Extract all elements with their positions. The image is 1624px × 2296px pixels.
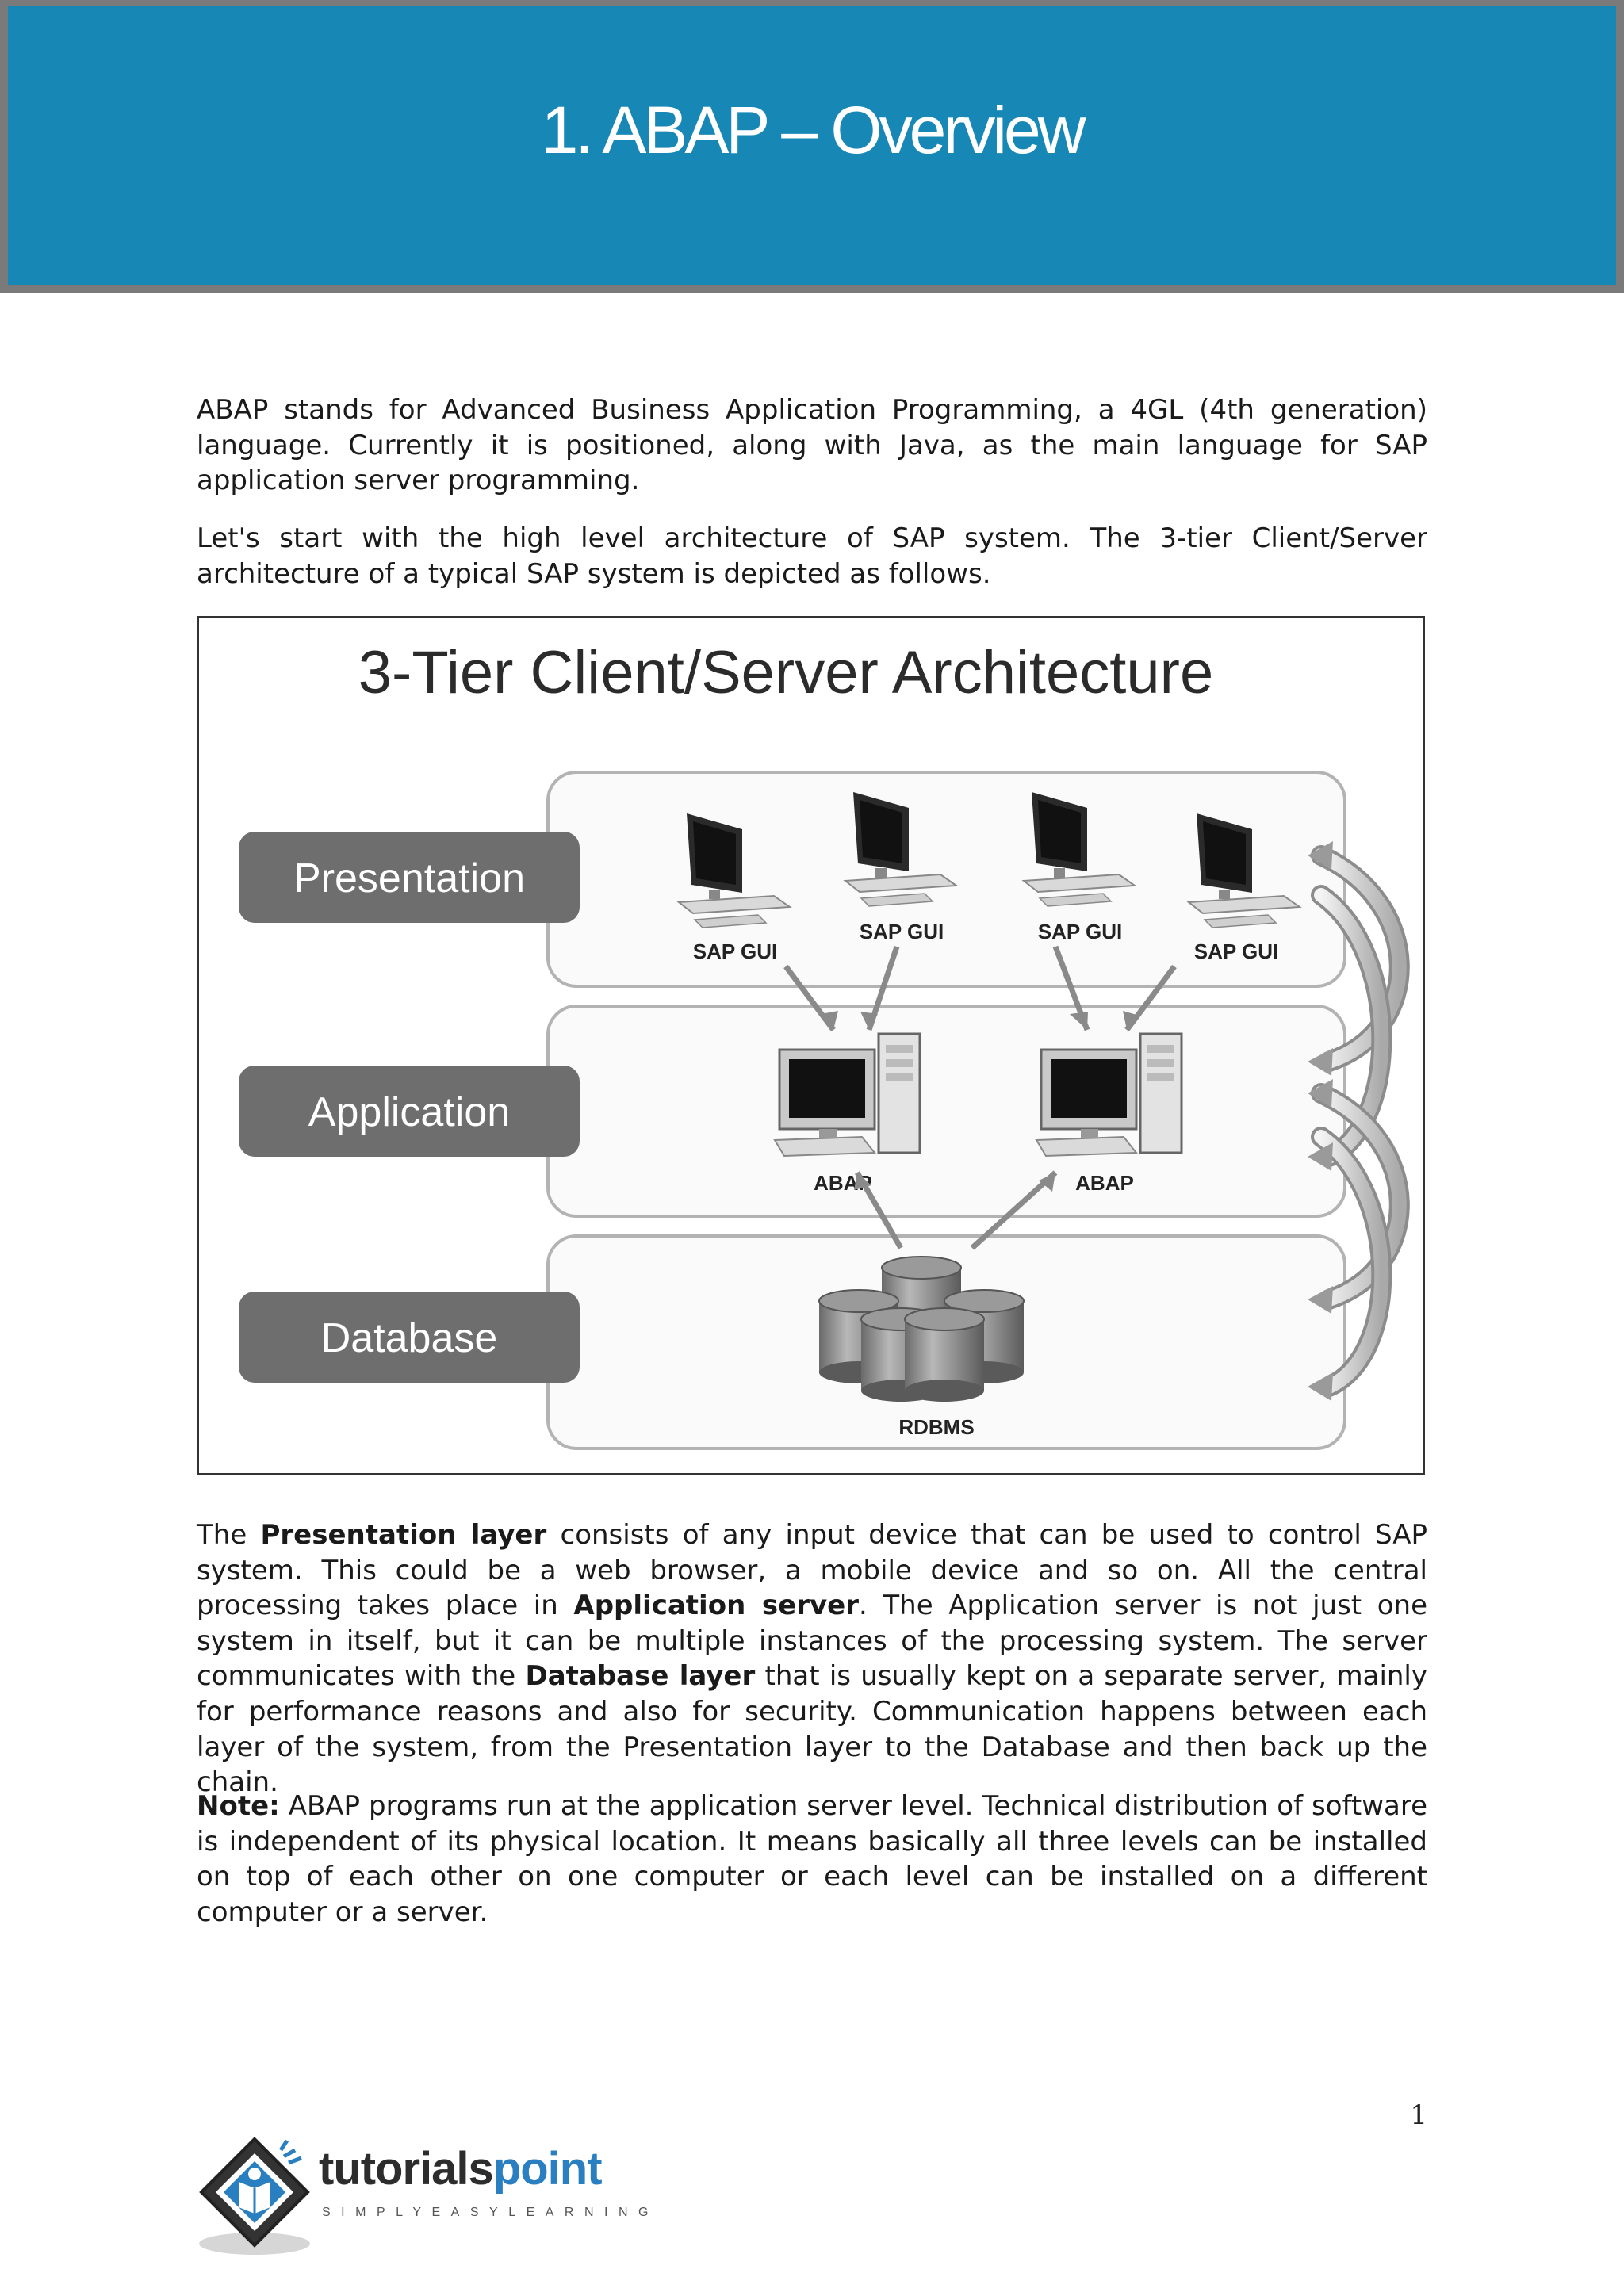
- tutorialspoint-logo: tutorialspoint SIMPLYEASYLEARNING: [195, 2133, 648, 2260]
- logo-wordmark: tutorialspoint: [319, 2142, 603, 2195]
- client-label-4: SAP GUI: [1194, 939, 1278, 963]
- layers-text-2: consists of any input device that can be…: [197, 1519, 1428, 1622]
- client-label-1: SAP GUI: [693, 939, 777, 963]
- intro-paragraph-1: ABAP stands for Advanced Business Applic…: [197, 394, 1427, 497]
- presentation-label-box: [239, 832, 580, 923]
- note-paragraph: Note: ABAP programs run at the applicati…: [197, 1789, 1427, 1930]
- database-layer-term: Database layer: [525, 1660, 756, 1693]
- chapter-title: 1. ABAP – Overview: [541, 93, 1086, 167]
- application-tier-box: [546, 1004, 1346, 1218]
- database-device-label: RDBMS: [898, 1415, 974, 1439]
- database-label-box: [239, 1292, 580, 1383]
- server-label-2: ABAP: [1075, 1171, 1134, 1195]
- logo-emblem-icon: [199, 2137, 310, 2255]
- figure-title: 3-Tier Client/Server Architecture: [358, 639, 1213, 706]
- note-label: Note:: [197, 1790, 280, 1822]
- layers-description-paragraph: The Presentation layer consists of any i…: [197, 1517, 1427, 1800]
- layers-text-3: . The Application server is not just one…: [197, 1590, 1427, 1693]
- chapter-header-banner: 1. ABAP – Overview: [0, 0, 1624, 293]
- logo-wordmark-part-1: tutorials: [319, 2143, 494, 2195]
- application-server-term: Application server: [573, 1590, 859, 1622]
- layers-text-4: that is usually kept on a separate serve…: [197, 1660, 1428, 1799]
- page-number: 1: [1410, 2099, 1427, 2131]
- application-label-box: [239, 1066, 580, 1157]
- note-text: ABAP programs run at the application ser…: [197, 1790, 1427, 1928]
- layers-text-1: The: [197, 1519, 261, 1551]
- client-label-3: SAP GUI: [1038, 920, 1122, 943]
- flow-curve-arrows: [1308, 841, 1410, 1401]
- database-label: Database: [321, 1315, 498, 1361]
- architecture-diagram: 3-Tier Client/Server Architecture Presen…: [239, 639, 1410, 1450]
- logo-wordmark-part-2: point: [492, 2143, 603, 2195]
- application-label: Application: [308, 1089, 510, 1135]
- logo-tagline: SIMPLYEASYLEARNING: [322, 2206, 659, 2219]
- arrowheads: [821, 1011, 1139, 1192]
- presentation-label: Presentation: [293, 855, 525, 901]
- intro-paragraph-2: Let's start with the high level architec…: [197, 522, 1427, 590]
- architecture-figure: 3-Tier Client/Server Architecture Presen…: [197, 616, 1425, 1475]
- presentation-layer-term: Presentation layer: [260, 1519, 547, 1551]
- client-label-2: SAP GUI: [860, 920, 944, 943]
